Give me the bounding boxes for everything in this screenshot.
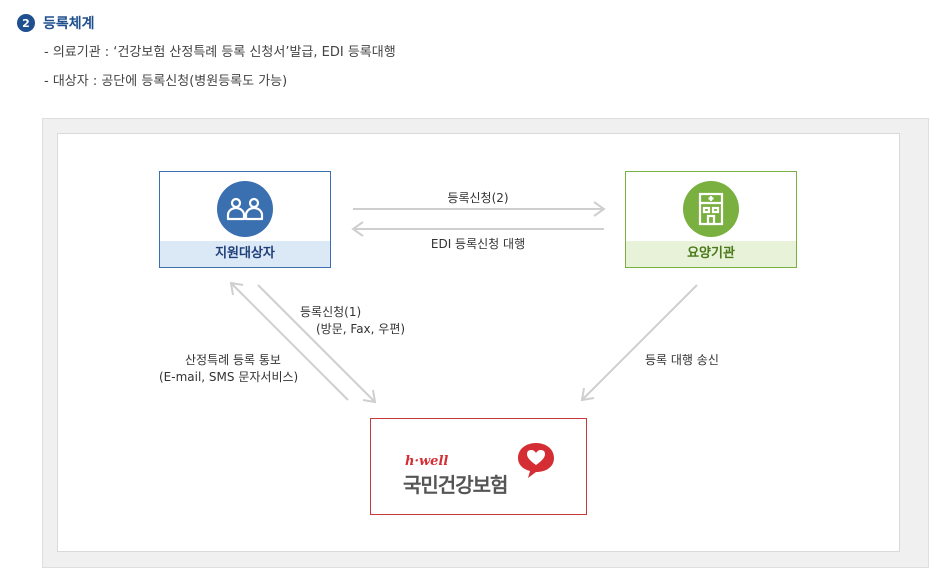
bullet-target-person: - 대상자 : 공단에 등록신청(병원등록도 가능) [44,74,288,89]
care-institution-label: 요양기관 [626,241,796,267]
bullet-medical-institution: - 의료기관 : ‘건강보험 산정특례 등록 신청서’발급, EDI 등록대행 [44,45,396,60]
hospital-icon [683,181,739,237]
edge-label-nhis-to-support-line1: 산정특례 등록 통보 [185,353,281,367]
edge-label-support-to-nhis-line1: 등록신청(1) [300,305,362,319]
arrowhead-nhis-to-support [229,281,244,296]
section-heading: 2 등록체계 [17,13,95,33]
section-number-badge: 2 [17,14,35,32]
arrow-support-to-nhis [257,284,376,403]
arrowhead-support-to-care [593,201,606,217]
arrowhead-care-to-support [351,221,364,237]
arrow-care-to-nhis [581,284,698,401]
people-icon [217,181,273,237]
edge-label-nhis-to-support-line2: (E-mail, SMS 문자서비스) [159,370,299,384]
edge-label-support-to-care: 등록신청(2) [447,191,509,205]
nhis-logo-text: 국민건강보험 [403,473,508,497]
support-target-node: 지원대상자 [159,171,331,268]
nhis-node: h·well 국민건강보험 [370,418,587,515]
edge-label-support-to-nhis-line2: (방문, Fax, 우편) [316,322,406,336]
hwell-logo-text: h·well [405,454,449,469]
edge-label-care-to-support: EDI 등록신청 대행 [430,237,526,251]
care-institution-node: 요양기관 [625,171,797,268]
arrowhead-support-to-nhis [362,389,377,404]
section-title: 등록체계 [43,16,95,32]
arrowhead-care-to-nhis [580,387,595,402]
edge-label-care-to-nhis: 등록 대행 송신 [645,353,719,367]
heart-logo-icon [516,441,556,479]
arrow-nhis-to-support [230,282,349,401]
support-target-label: 지원대상자 [160,241,330,267]
